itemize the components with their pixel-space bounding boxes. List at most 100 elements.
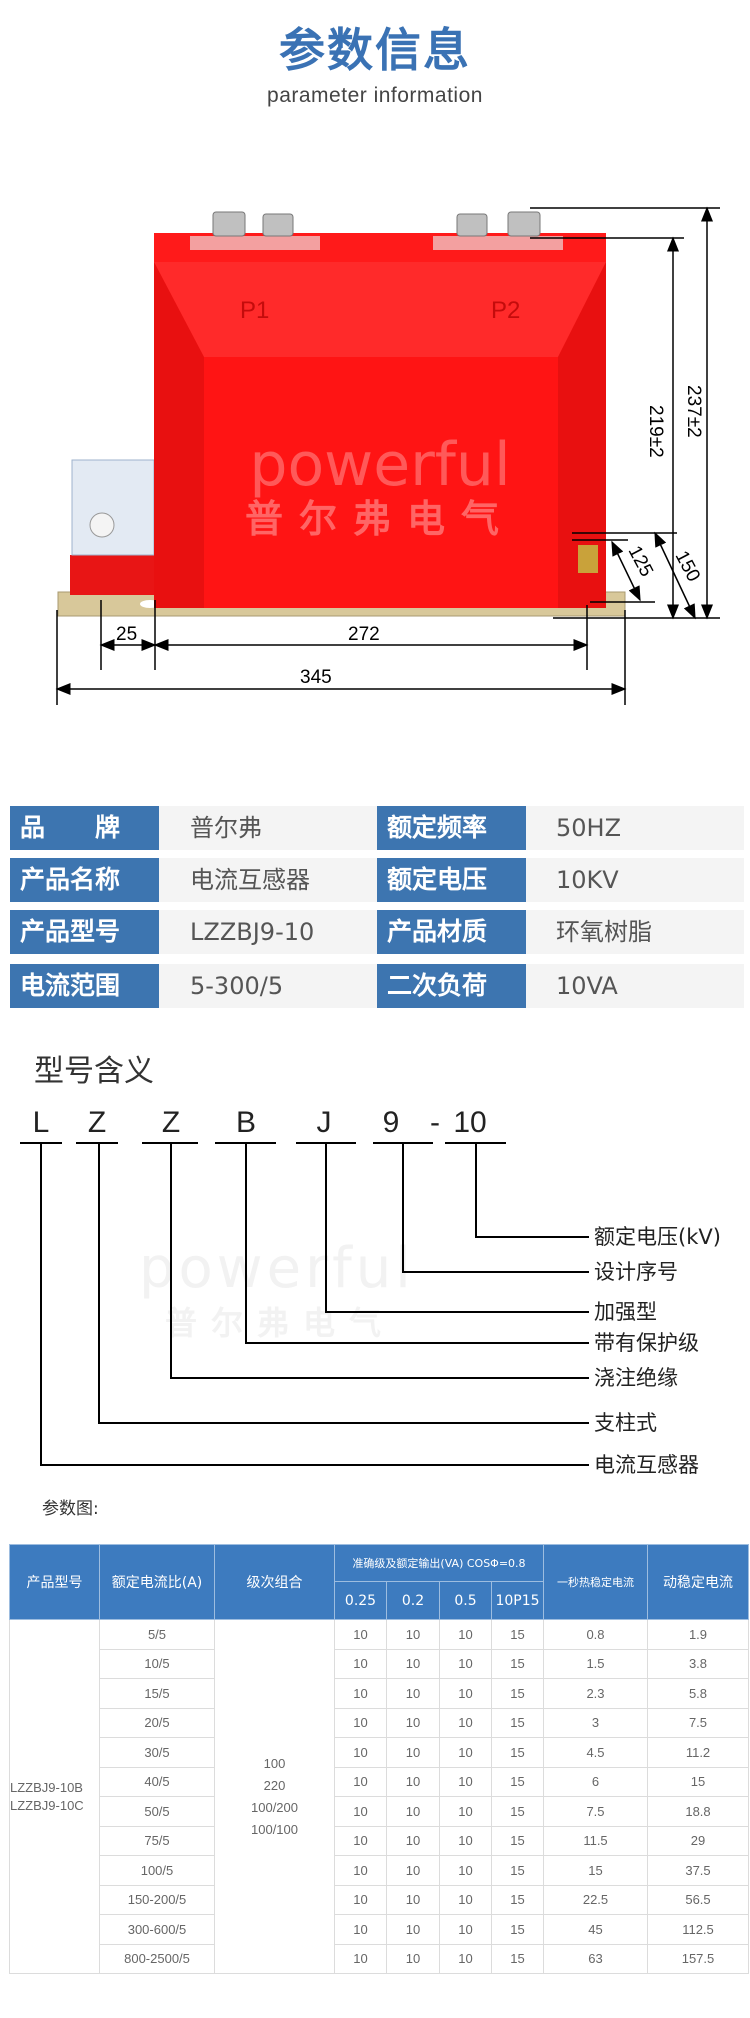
watermark-en: powerful [249,430,510,500]
class-0.25-cell: 10 [334,1766,387,1797]
class-0.5-cell: 10 [439,1619,492,1650]
class-0.25-cell: 10 [334,1943,387,1974]
class-0.5-cell: 10 [439,1707,492,1738]
meaning-label: 设计序号 [594,1260,678,1284]
secondary-terminal-cover [71,459,155,556]
class-0.5-cell: 10 [439,1796,492,1827]
meaning-label: 支柱式 [594,1411,657,1435]
ratio-cell: 15/5 [99,1678,215,1709]
model-letter: - [430,1106,440,1139]
header-class: 0.2 [386,1581,440,1620]
body-top-slope [154,262,606,357]
watermark-cn: 普尔弗电气 [165,1304,396,1342]
dynamic-cell: 157.5 [647,1943,749,1974]
class-0.2-cell: 10 [386,1648,440,1679]
thermal-cell: 3 [543,1707,648,1738]
terminal-p1-label: P1 [240,297,269,324]
class-10p15-cell: 15 [491,1825,544,1856]
class-0.25-cell: 10 [334,1707,387,1738]
page-title: 参数信息 [279,23,471,77]
ratio-cell: 800-2500/5 [99,1943,215,1974]
product-dimension-drawing: P1 P2 powerful 普尔弗电气 237±2 219±2 150 125… [55,206,720,705]
thermal-cell: 15 [543,1855,648,1886]
class-10p15-cell: 15 [491,1648,544,1679]
thermal-cell: 1.5 [543,1648,648,1679]
terminal-p2-label: P2 [491,297,520,324]
class-10p15-cell: 15 [491,1619,544,1650]
class-0.25-cell: 10 [334,1678,387,1709]
class-10p15-cell: 15 [491,1855,544,1886]
meaning-label: 额定电压(kV) [594,1225,721,1249]
thermal-cell: 45 [543,1914,648,1945]
thermal-cell: 0.8 [543,1619,648,1650]
watermark-cn: 普尔弗电气 [245,497,515,541]
thermal-cell: 6 [543,1766,648,1797]
thermal-cell: 2.3 [543,1678,648,1709]
class-0.2-cell: 10 [386,1707,440,1738]
info-row: 电流范围 5-300/5 二次负荷 10VA [10,964,744,1008]
ratio-cell: 50/5 [99,1796,215,1827]
model-meaning-title: 型号含义 [34,1054,154,1089]
class-0.25-cell: 10 [334,1914,387,1945]
class-0.5-cell: 10 [439,1884,492,1915]
class-10p15-cell: 15 [491,1737,544,1768]
dim-219: 219±2 [645,405,666,458]
info-row: 产品名称 电流互感器 额定电压 10KV [10,858,744,902]
header-class: 10P15 [491,1581,544,1620]
class-0.5-cell: 10 [439,1766,492,1797]
info-value: 普尔弗 [190,814,262,842]
class-10p15-cell: 15 [491,1914,544,1945]
body-front-face [204,357,558,608]
dynamic-cell: 56.5 [647,1884,749,1915]
dynamic-cell: 18.8 [647,1796,749,1827]
info-value: 电流互感器 [190,866,310,894]
terminal-screw-icon [89,512,115,538]
bolt-icon [212,211,541,237]
ratio-cell: 40/5 [99,1766,215,1797]
info-value: 10VA [556,972,618,1000]
meaning-label: 带有保护级 [594,1331,699,1355]
header-accuracy: 准确级及额定输出(VA) COSΦ=0.8 [334,1544,544,1582]
info-label: 产品型号 [10,910,159,954]
info-value: LZZBJ9-10 [190,918,315,946]
dynamic-cell: 1.9 [647,1619,749,1650]
class-0.25-cell: 10 [334,1648,387,1679]
header-class: 0.25 [334,1581,387,1620]
class-0.2-cell: 10 [386,1914,440,1945]
body-right-side [558,262,606,608]
class-0.5-cell: 10 [439,1678,492,1709]
class-0.25-cell: 10 [334,1737,387,1768]
model-letter: L [32,1106,50,1139]
header-ratio: 额定电流比(A) [99,1544,215,1620]
dynamic-cell: 3.8 [647,1648,749,1679]
class-0.2-cell: 10 [386,1796,440,1827]
class-10p15-cell: 15 [491,1796,544,1827]
class-0.5-cell: 10 [439,1737,492,1768]
header-model: 产品型号 [9,1544,100,1620]
model-name: LZZBJ9-10C [10,1797,84,1813]
combo-value: 220 [263,1777,286,1793]
info-value: 5-300/5 [190,972,284,1000]
model-name: LZZBJ9-10B [10,1779,83,1795]
class-0.2-cell: 10 [386,1825,440,1856]
class-0.5-cell: 10 [439,1914,492,1945]
model-cell: LZZBJ9-10B LZZBJ9-10C [9,1619,100,1974]
combo-value: 100/100 [251,1821,298,1837]
dynamic-cell: 37.5 [647,1855,749,1886]
class-0.5-cell: 10 [439,1943,492,1974]
class-0.25-cell: 10 [334,1825,387,1856]
meaning-label: 电流互感器 [594,1453,699,1477]
model-letter: Z [161,1106,181,1139]
class-10p15-cell: 15 [491,1943,544,1974]
thermal-cell: 22.5 [543,1884,648,1915]
class-10p15-cell: 15 [491,1766,544,1797]
class-0.2-cell: 10 [386,1619,440,1650]
top-plate [190,236,320,250]
page-subtitle: parameter information [267,84,483,107]
dim-25: 25 [116,624,137,645]
